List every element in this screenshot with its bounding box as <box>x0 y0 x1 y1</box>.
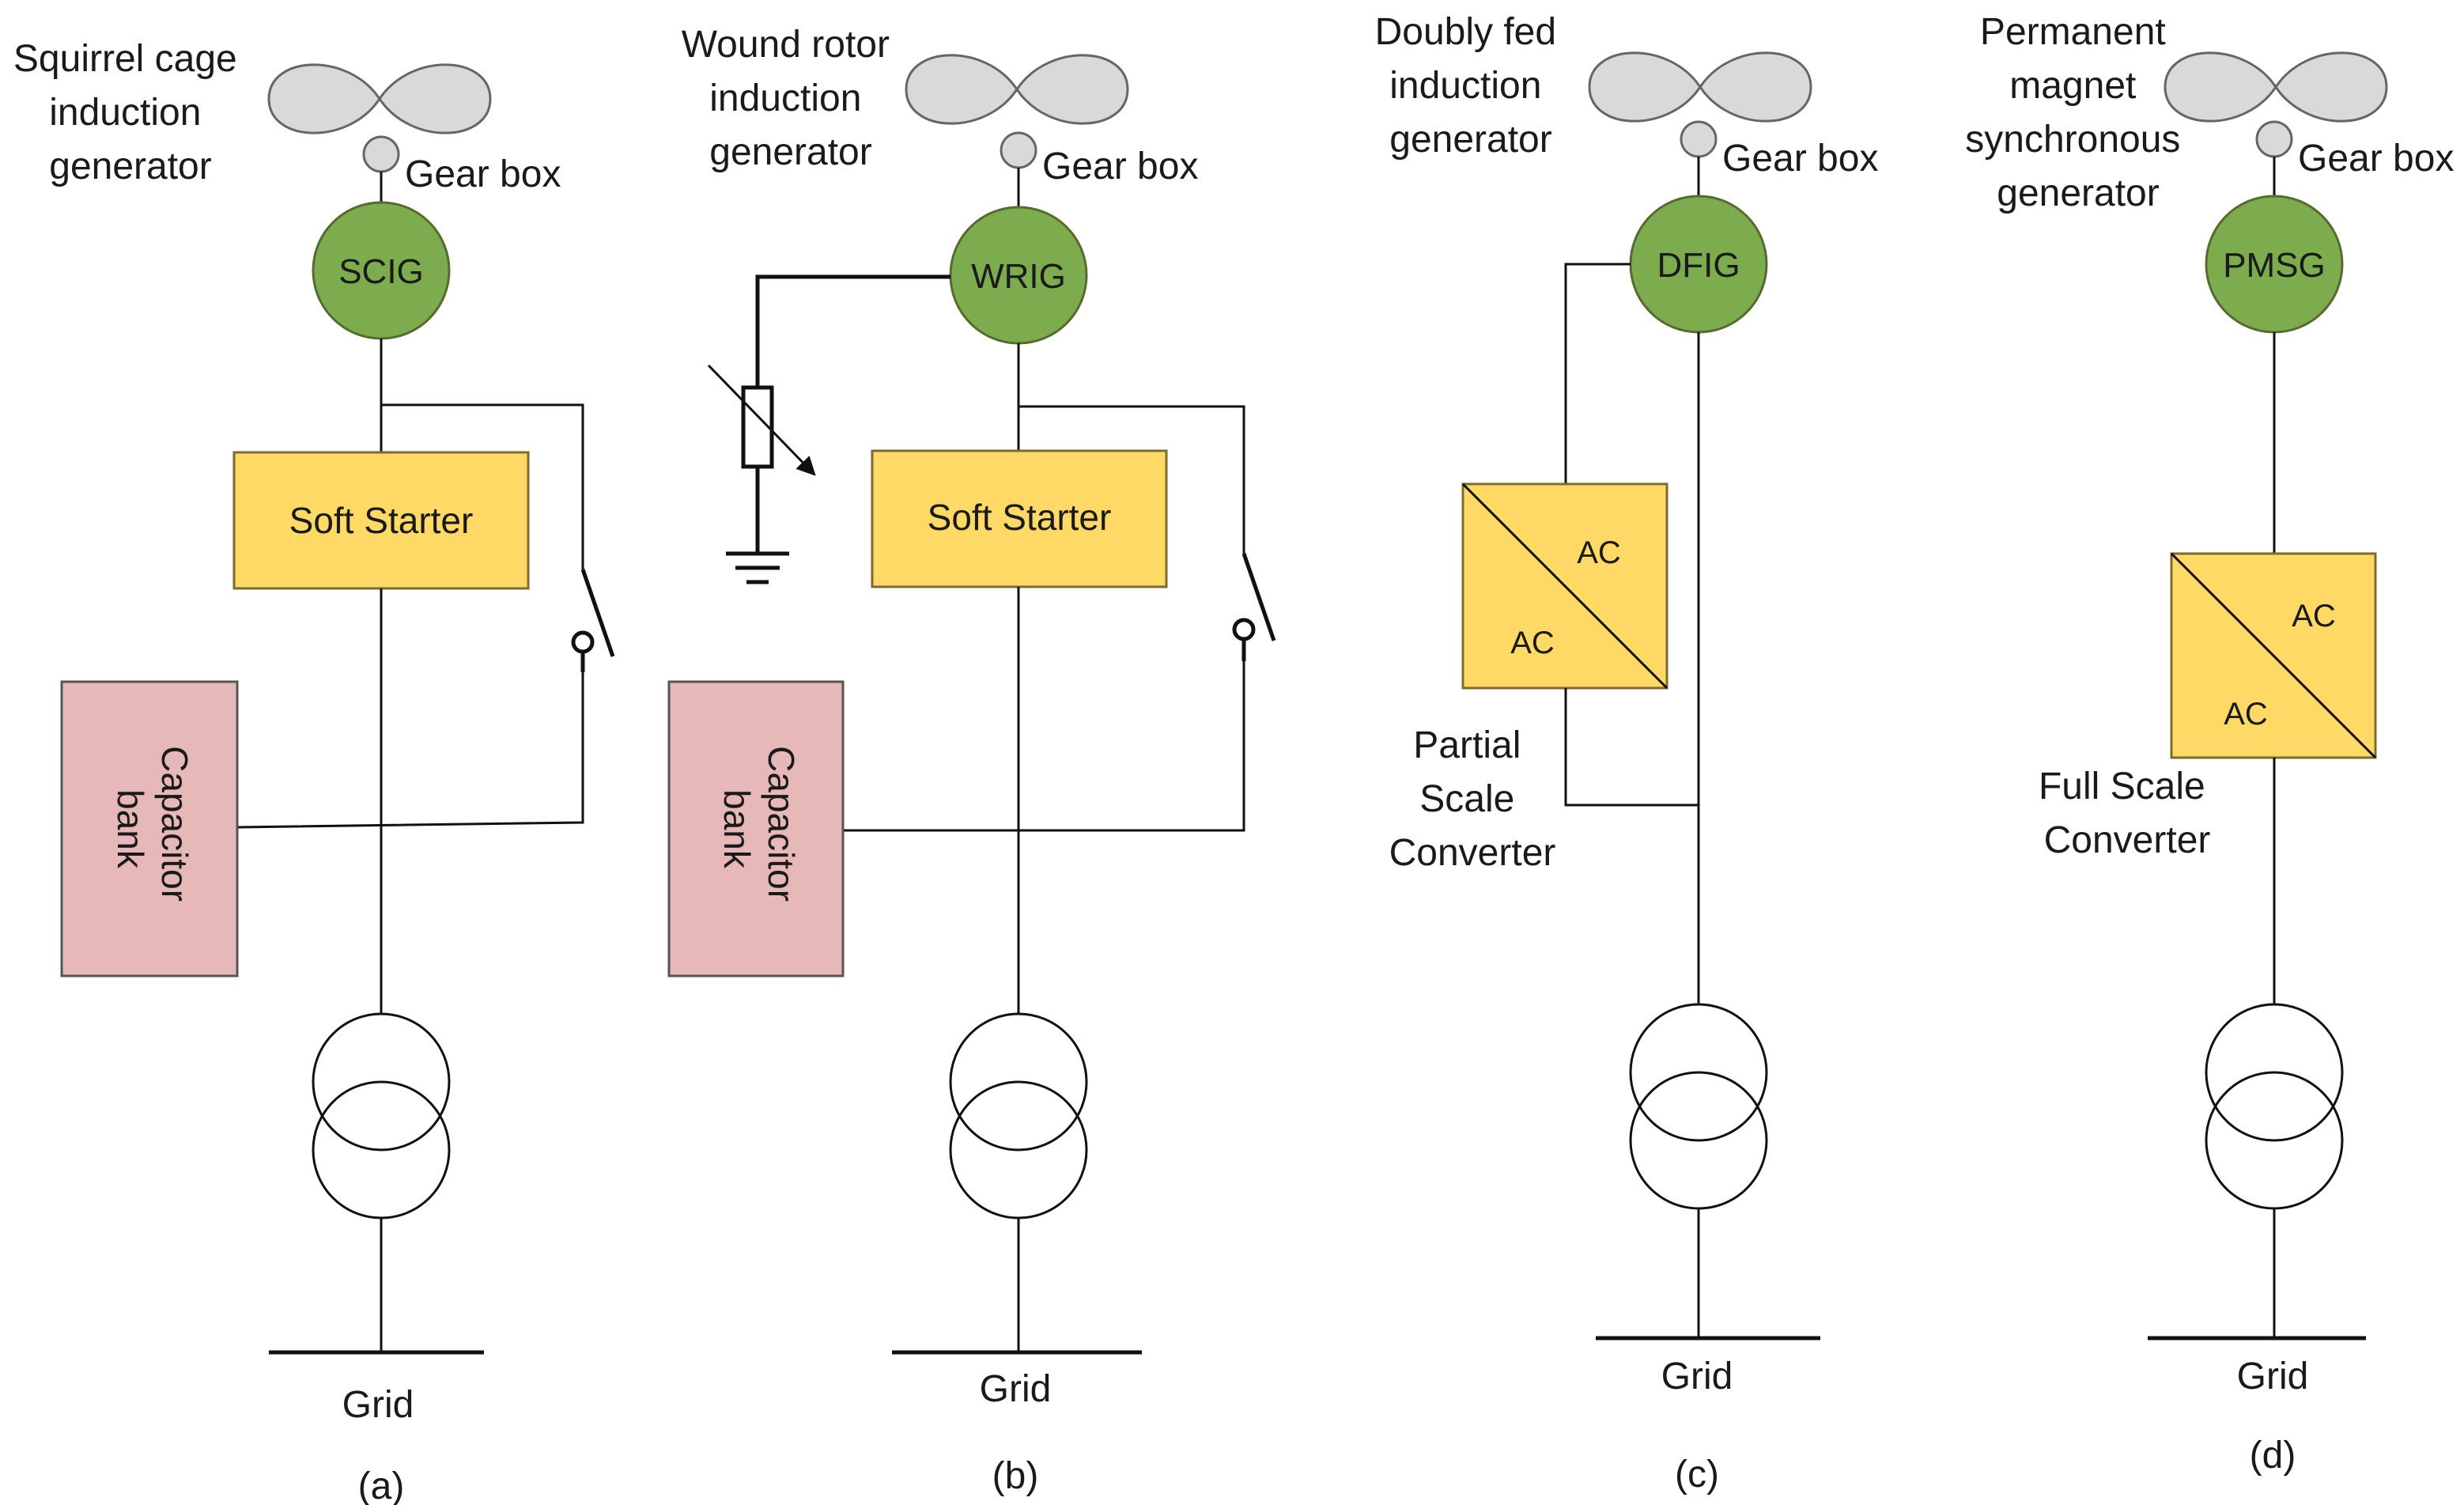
generator-label: PMSG <box>2223 246 2326 285</box>
transformer-icon <box>2205 1003 2344 1210</box>
panel-c-title: Doubly fed induction generator <box>1375 11 1567 161</box>
grid-label: Grid <box>342 1384 414 1426</box>
capacitor-bank-box <box>667 680 845 977</box>
partial-converter-box <box>1461 482 1668 690</box>
converter-ac-top: AC <box>2292 599 2336 633</box>
panel-caption: (b) <box>992 1455 1039 1497</box>
panel-d-title: Permanent magnet synchronous generator <box>1965 11 2191 214</box>
generator-label: WRIG <box>971 257 1066 296</box>
gearbox-label: Gear box <box>1042 146 1198 187</box>
panel-c: Doubly fed induction generator Gear box … <box>1375 11 1879 1496</box>
grid-label: Grid <box>1661 1356 1733 1397</box>
turbine-blades-icon <box>1588 51 1812 123</box>
full-converter-box <box>2170 552 2377 759</box>
converter-label: Partial Scale Converter <box>1389 724 1556 874</box>
bypass-switch-icon <box>571 569 615 672</box>
transformer-icon <box>312 1012 451 1220</box>
soft-starter-label: Soft Starter <box>928 497 1112 538</box>
panel-b-title: Wound rotor induction generator <box>682 24 901 173</box>
panel-caption: (a) <box>358 1465 405 1505</box>
soft-starter-label: Soft Starter <box>289 500 474 541</box>
turbine-blades-icon <box>905 54 1129 125</box>
generator-label: SCIG <box>338 252 424 291</box>
converter-label: Full Scale Converter <box>2039 766 2216 861</box>
gearbox-icon <box>1000 131 1037 169</box>
transformer-icon <box>1629 1003 1768 1210</box>
gearbox-label: Gear box <box>2298 138 2454 180</box>
panel-a: Squirrel cage induction generator Gear b… <box>13 38 615 1505</box>
turbine-blades-icon <box>2164 51 2388 123</box>
panel-caption: (d) <box>2250 1435 2296 1477</box>
gearbox-icon <box>1680 120 1718 158</box>
gearbox-icon <box>2255 120 2293 158</box>
panel-a-title: Squirrel cage induction generator <box>13 38 248 187</box>
capacitor-bank-label: Capacitor bank <box>110 746 195 912</box>
gearbox-icon <box>362 135 400 173</box>
capacitor-bank-label: Capacitor bank <box>716 746 802 912</box>
gearbox-label: Gear box <box>405 153 561 195</box>
converter-ac-bottom: AC <box>2224 697 2268 732</box>
gearbox-label: Gear box <box>1722 138 1878 180</box>
soft-starter-box <box>232 451 530 590</box>
variable-resistor-icon <box>707 364 816 476</box>
grid-label: Grid <box>980 1368 1052 1410</box>
panel-b: Wound rotor induction generator Gear box… <box>667 24 1276 1497</box>
panel-d: Permanent magnet synchronous generator G… <box>1965 11 2454 1477</box>
ground-icon <box>726 551 789 584</box>
panel-caption: (c) <box>1675 1454 1719 1496</box>
converter-ac-top: AC <box>1577 535 1621 570</box>
transformer-icon <box>949 1012 1088 1220</box>
grid-label: Grid <box>2237 1356 2309 1397</box>
bypass-switch-icon <box>1232 553 1276 661</box>
converter-ac-bottom: AC <box>1510 626 1555 660</box>
turbine-blades-icon <box>267 63 492 134</box>
generator-label: DFIG <box>1657 246 1740 285</box>
capacitor-bank-box <box>60 680 239 977</box>
